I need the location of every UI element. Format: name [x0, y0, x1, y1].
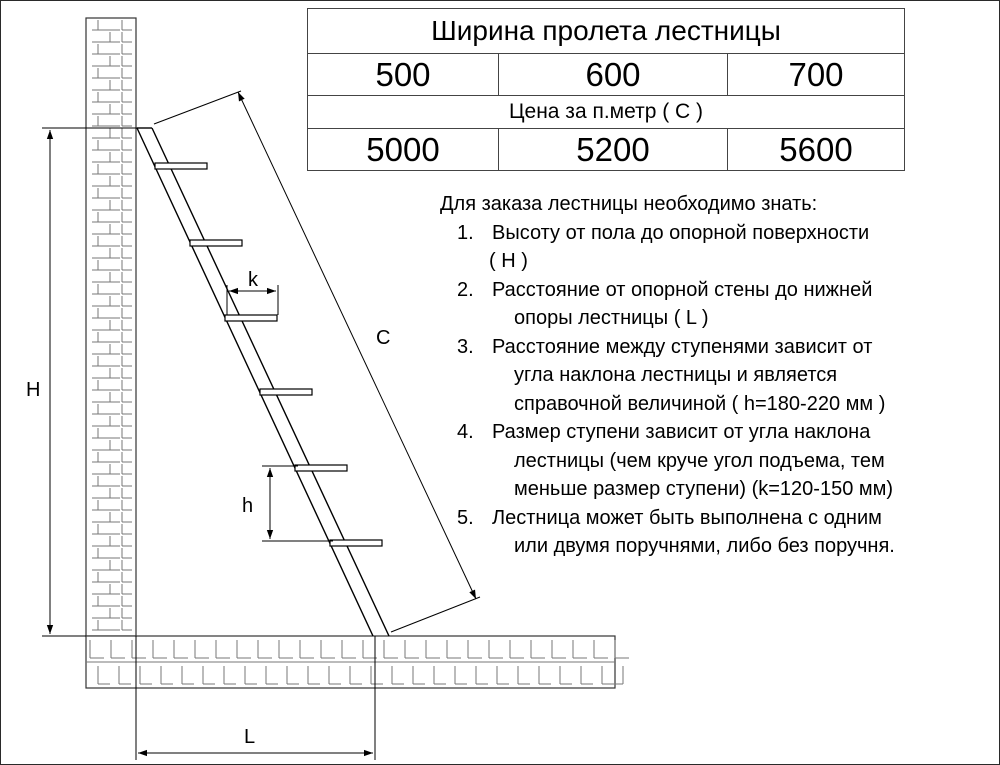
item-line: Лестница может быть выполнена с одним — [492, 506, 882, 529]
dimension-h-step — [262, 465, 333, 542]
price-cell: 5600 — [726, 128, 906, 171]
label-l: L — [244, 726, 255, 748]
label-h-step: h — [242, 495, 253, 517]
step — [329, 539, 383, 547]
dimension-l — [135, 636, 376, 760]
step — [294, 464, 348, 472]
notes-intro: Для заказа лестницы необходимо знать: — [440, 193, 818, 215]
item-line: Высоту от пола до опорной поверхности — [492, 221, 870, 244]
item-line: или двумя поручнями, либо без поручня. — [514, 535, 895, 557]
item-line: меньше размер ступени) (k=120-150 мм) — [514, 478, 894, 500]
dimension-c — [153, 90, 481, 633]
ladder-stringer — [136, 127, 390, 637]
label-c: C — [376, 327, 390, 349]
price-label: Цена за п.метр ( С ) — [306, 95, 906, 129]
table-title: Ширина пролета лестницы — [306, 8, 906, 54]
table-title-row: Ширина пролета лестницы — [306, 8, 906, 54]
item-number: 2. — [457, 278, 474, 301]
width-cell: 700 — [726, 53, 906, 96]
floor-base — [85, 635, 629, 689]
width-row: 500 600 700 — [307, 53, 906, 96]
step — [259, 388, 313, 396]
label-h-total: H — [26, 379, 40, 401]
item-line: лестницы (чем круче угол подъема, тем — [514, 449, 885, 472]
item-line: опоры лестницы ( L ) — [514, 307, 709, 329]
step — [154, 162, 208, 170]
item-line: угла наклона лестницы и является — [514, 364, 838, 386]
notes-list: 1. Высоту от пола до опорной поверхности… — [440, 219, 980, 561]
item-line: Расстояние от опорной стены до нижней — [492, 278, 873, 301]
item-line: справочной величиной ( h=180-220 мм ) — [514, 392, 886, 415]
ladder-steps — [154, 162, 383, 547]
list-item: 5. Лестница может быть выполнена с одним… — [440, 504, 980, 561]
item-number: 5. — [457, 506, 474, 529]
item-number: 3. — [457, 335, 474, 358]
step — [189, 239, 243, 247]
width-cell: 600 — [498, 53, 728, 96]
item-line: Размер ступени зависит от угла наклона — [492, 421, 871, 443]
price-row: 5000 5200 5600 — [307, 128, 906, 171]
list-item: 2. Расстояние от опорной стены до нижней… — [440, 276, 980, 333]
price-label-row: Цена за п.метр ( С ) — [306, 95, 906, 129]
price-cell: 5000 — [307, 128, 499, 171]
item-line: ( Н ) — [489, 250, 528, 272]
step — [224, 314, 278, 322]
vertical-wall — [85, 17, 137, 637]
item-number: 4. — [457, 421, 474, 443]
width-cell: 500 — [307, 53, 499, 96]
list-item: 1. Высоту от пола до опорной поверхности… — [440, 219, 980, 276]
item-line: Расстояние между ступенями зависит от — [492, 335, 873, 358]
list-item: 3. Расстояние между ступенями зависит от… — [440, 333, 980, 419]
order-notes: Для заказа лестницы необходимо знать: 1.… — [440, 190, 980, 561]
label-k: k — [248, 269, 259, 291]
price-cell: 5200 — [498, 128, 728, 171]
dimension-h-total — [42, 127, 140, 637]
item-number: 1. — [457, 221, 474, 244]
list-item: 4. Размер ступени зависит от угла наклон… — [440, 418, 980, 504]
dimension-k — [226, 285, 279, 315]
price-table: Ширина пролета лестницы 500 600 700 Цена… — [306, 8, 906, 171]
